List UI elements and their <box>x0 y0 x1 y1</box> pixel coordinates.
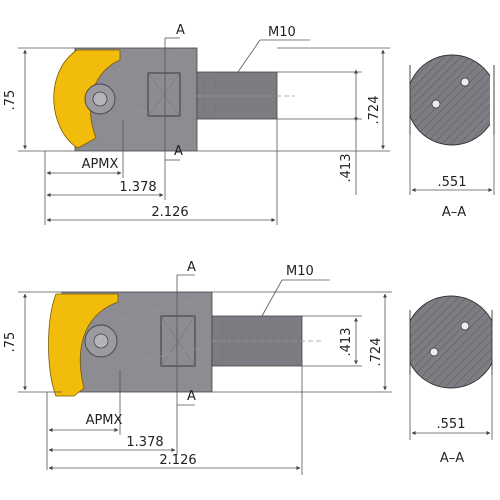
section-view-top: .551 A–A <box>409 54 495 220</box>
offset-dimension: .413 <box>339 328 354 357</box>
apmx-dimension: APMX <box>86 413 123 428</box>
insert <box>48 293 119 397</box>
shank-dia-dimension: .724 <box>369 338 384 367</box>
section-cross <box>410 295 492 389</box>
length1-dimension: 1.378 <box>126 435 163 450</box>
section-marker-bottom: A <box>187 389 196 404</box>
clamp-pocket <box>147 72 181 117</box>
clamp-pocket <box>160 315 196 367</box>
coolant-hole-icon <box>460 321 470 331</box>
thread-label: M10 <box>286 264 314 279</box>
apmx-dimension: APMX <box>82 157 119 172</box>
height-dimension: .75 <box>3 332 18 353</box>
length1-dimension: 1.378 <box>119 180 156 195</box>
bottom-view: A A M10 .75 .413 .724 APMX 1.378 2.126 <box>3 260 392 475</box>
top-view: A A M10 .75 .724 .413 APMX 1.378 2.126 <box>3 23 390 225</box>
section-width-dimension: .551 <box>437 417 466 432</box>
coolant-hole-icon <box>429 347 439 357</box>
section-title: A–A <box>442 205 466 220</box>
section-view-bottom: .551 A–A <box>409 295 493 466</box>
cutter-shank <box>196 71 278 120</box>
section-marker-bottom: A <box>174 144 183 159</box>
offset-dimension: .413 <box>339 154 354 183</box>
section-marker-top: A <box>187 260 196 275</box>
coolant-hole-icon <box>460 77 470 87</box>
coolant-hole-icon <box>431 99 441 109</box>
section-title: A–A <box>440 451 464 466</box>
shank-dia-dimension: .724 <box>367 96 382 125</box>
length2-dimension: 2.126 <box>151 205 188 220</box>
section-cross <box>410 54 490 146</box>
section-width-dimension: .551 <box>438 175 467 190</box>
height-dimension: .75 <box>3 90 18 111</box>
section-marker-top: A <box>176 23 185 38</box>
thread-label: M10 <box>268 25 296 40</box>
length2-dimension: 2.126 <box>159 453 196 468</box>
